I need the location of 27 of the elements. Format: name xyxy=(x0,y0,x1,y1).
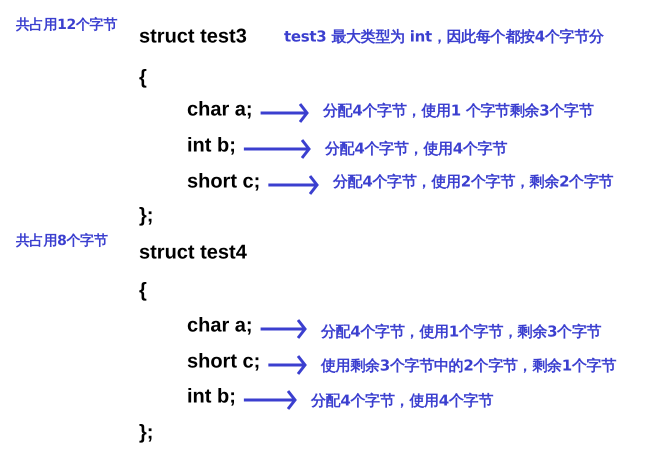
annotation-text: 分配4个字节，使用1 个字节剩余3个字节 xyxy=(323,102,594,120)
code-line: { xyxy=(139,280,147,302)
code-line: short c; xyxy=(187,350,260,374)
annotation-text: 共占用12个字节 xyxy=(16,16,118,34)
annotation-text: test3 最大类型为 int，因此每个都按4个字节分 xyxy=(284,28,604,46)
arrow xyxy=(260,102,308,124)
arrow xyxy=(244,390,296,410)
code-line: }; xyxy=(139,204,154,228)
code-line: struct test3 xyxy=(139,26,247,48)
annotation-text: 分配4个字节，使用4个字节 xyxy=(325,140,507,158)
code-line: int b; xyxy=(187,386,236,408)
code-line: struct test4 xyxy=(139,242,247,264)
annotation-text: 分配4个字节，使用4个字节 xyxy=(311,392,493,410)
arrow xyxy=(268,354,306,376)
arrow xyxy=(268,174,318,196)
arrow xyxy=(260,318,306,340)
code-line: char a; xyxy=(187,314,253,338)
code-line: char a; xyxy=(187,98,253,122)
annotation-text: 共占用8个字节 xyxy=(16,232,108,250)
code-line: }; xyxy=(139,422,154,444)
annotation-text: 分配4个字节，使用1个字节，剩余3个字节 xyxy=(321,322,602,342)
annotation-text: 使用剩余3个字节中的2个字节，剩余1个字节 xyxy=(321,356,616,376)
code-line: { xyxy=(139,66,147,90)
code-line: int b; xyxy=(187,134,236,158)
annotation-text: 分配4个字节，使用2个字节，剩余2个字节 xyxy=(333,172,614,192)
code-line: short c; xyxy=(187,170,260,194)
arrow xyxy=(244,138,310,160)
